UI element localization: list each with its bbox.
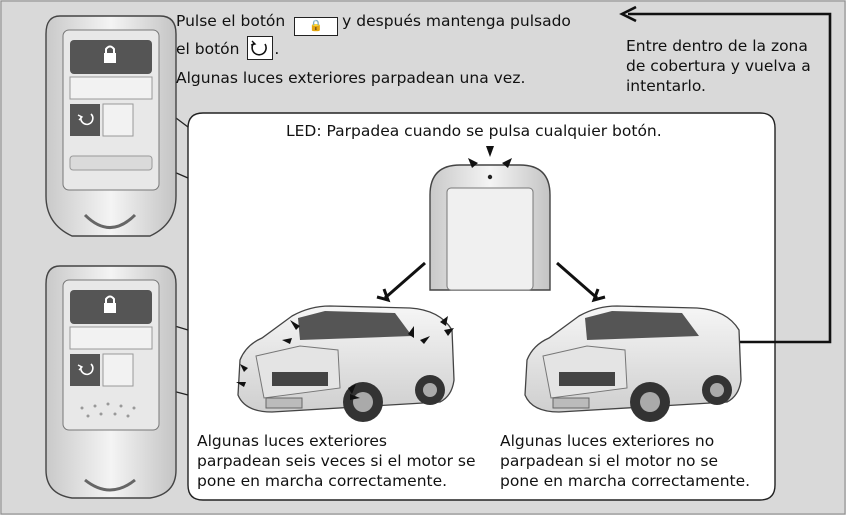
car-lights-flashing: [236, 305, 455, 422]
key-fob-top: [45, 15, 177, 237]
instruction-start-label: el botón: [176, 40, 240, 58]
outcome-failure-line-2: parpadean si el motor no se: [500, 452, 719, 470]
start-button-icon: [247, 36, 274, 60]
retry-loop-arrow: [619, 5, 832, 344]
led-blink-marks: [468, 146, 512, 168]
remote-start-icon: [77, 113, 94, 126]
outcome-success-line-2: parpadean seis veces si el motor se: [197, 452, 476, 470]
instruction-line-1: Pulse el botón 🔒 y después mantenga pulsa…: [176, 11, 571, 36]
lock-icon: [104, 295, 116, 313]
flash-marks: [236, 316, 454, 400]
instruction-prefix: Pulse el botón: [176, 12, 286, 30]
retry-note-line-3: intentarlo.: [626, 77, 706, 95]
key-fob-bottom: [45, 265, 177, 499]
instruction-period: .: [274, 40, 280, 58]
outcome-failure-line-3: pone en marcha correctamente.: [500, 472, 751, 490]
retry-note-line-1: Entre dentro de la zona: [626, 37, 808, 55]
lock-glyph: 🔒: [309, 19, 324, 32]
outcome-success-line-1: Algunas luces exteriores: [197, 432, 387, 450]
remote-start-icon: [77, 363, 94, 376]
instruction-line-2: el botón .: [176, 36, 279, 60]
outcome-arrows: [376, 261, 606, 303]
lock-button-icon: 🔒: [294, 17, 339, 36]
lock-icon: [104, 45, 116, 63]
instruction-suffix: y después mantenga pulsado: [342, 12, 571, 30]
car-no-flash: [524, 305, 742, 422]
led-caption: LED: Parpadea cuando se pulsa cualquier …: [286, 122, 662, 140]
remote-start-icon: [251, 40, 268, 56]
instruction-line-3: Algunas luces exteriores parpadean una v…: [176, 69, 526, 87]
retry-note-line-2: de cobertura y vuelva a: [626, 57, 811, 75]
led-indicator: [487, 174, 493, 180]
fob-led-closeup: [429, 146, 551, 291]
outcome-success-line-3: pone en marcha correctamente.: [197, 472, 448, 490]
outcome-failure-line-1: Algunas luces exteriores no: [500, 432, 715, 450]
